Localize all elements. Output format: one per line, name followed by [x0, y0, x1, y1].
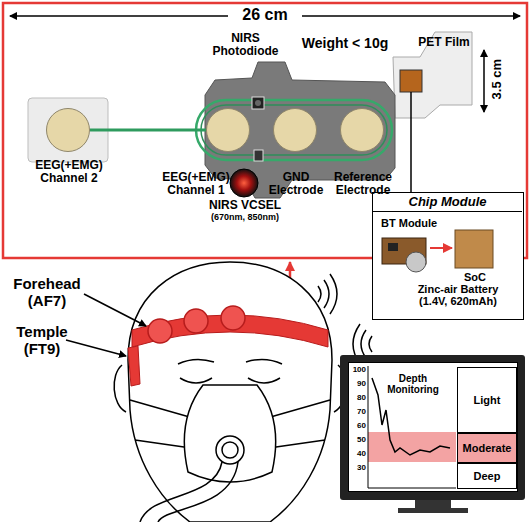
trace-outline — [201, 105, 387, 155]
axis-tick: 80 — [346, 394, 366, 403]
node-label: EEG(+EMG) Channel 1 — [155, 171, 237, 197]
part-label: NIRS Photodiode — [208, 32, 283, 58]
temple-arrow — [66, 340, 126, 356]
axis-tick: 40 — [346, 450, 366, 459]
depth-cell: Light — [457, 367, 517, 433]
monitor-base — [398, 508, 468, 513]
closed-eye — [248, 378, 280, 383]
part-label: PET Film — [413, 36, 475, 49]
photodiode — [252, 97, 264, 109]
head-outline — [128, 262, 332, 522]
wave — [361, 330, 366, 358]
tube — [140, 462, 238, 522]
eyebrow — [246, 359, 282, 364]
location-label: Temple (FT9) — [2, 324, 82, 357]
forehead-arrow — [84, 294, 146, 326]
vcsel-photo — [230, 169, 258, 197]
location-label: Forehead (AF7) — [2, 276, 92, 309]
node-label: Depth Monitoring — [377, 373, 449, 395]
wave — [330, 274, 337, 314]
wave — [369, 336, 372, 352]
closed-eye — [180, 378, 212, 383]
pointer-arrow — [430, 247, 452, 249]
forehead-electrode — [148, 319, 172, 343]
monitor-frame — [340, 355, 525, 500]
mask — [184, 385, 275, 482]
temple-patch — [128, 346, 140, 386]
dimension-label: 3.5 cm — [490, 54, 504, 104]
node-label: Light — [474, 394, 501, 406]
mask-port — [216, 436, 244, 464]
monitor-stand — [415, 500, 451, 508]
axis-tick: 60 — [346, 422, 366, 431]
electrode-circle: Reference Electrode — [340, 108, 384, 152]
node-label: SoC — [455, 271, 495, 283]
module-leader — [410, 92, 412, 192]
node-label: Chip Module — [373, 195, 522, 212]
wire-trace — [90, 129, 206, 132]
electrode-circle: EEG(+EMG) Channel 1 — [206, 108, 250, 152]
battery — [406, 252, 426, 272]
chart-axes — [368, 366, 456, 488]
mask-port — [222, 442, 238, 458]
electrode-circle: GND Electrode — [273, 108, 317, 152]
node-label: Deep — [474, 470, 501, 482]
vcsel — [254, 150, 263, 161]
depth-cell: Moderate — [457, 433, 517, 463]
node-label: Reference Electrode — [322, 171, 404, 197]
soc-chip — [455, 230, 493, 268]
dimension-label: 26 cm — [228, 6, 302, 24]
axis-tick: 70 — [346, 408, 366, 417]
node-label: EEG(+EMG) Channel 2 — [28, 159, 110, 185]
electrode-circle: EEG(+EMG) Channel 2 — [46, 108, 90, 152]
ear — [114, 365, 126, 412]
module-background — [372, 192, 524, 320]
wireless-symbol — [318, 274, 372, 364]
node-label: Moderate — [463, 442, 512, 454]
channel-2-pad — [28, 98, 108, 162]
wave — [318, 286, 321, 302]
photodiode-window — [255, 100, 261, 106]
trace-outline — [196, 100, 392, 160]
part-label: NIRS VCSEL — [195, 199, 295, 212]
part-label: (670nm, 850nm) — [195, 213, 295, 223]
wave — [324, 280, 329, 308]
axis-tick: 90 — [346, 380, 366, 389]
width-dimension — [483, 50, 485, 112]
axis-tick: 30 — [346, 464, 366, 473]
node-label: Zinc-air Battery (1.4V, 620mAh) — [403, 283, 513, 307]
film-chip — [400, 70, 422, 92]
eyebrow — [178, 359, 214, 364]
axis-tick: 50 — [346, 436, 366, 445]
depth-cell: Deep — [457, 463, 517, 489]
monitor-screen: Depth MonitoringLightModerateDeep — [348, 362, 518, 492]
forehead-electrode — [221, 306, 245, 330]
node-label: GND Electrode — [255, 171, 337, 197]
bt-chip — [388, 243, 398, 251]
head-illustration — [114, 262, 346, 522]
forehead-electrode — [184, 309, 208, 333]
chip-module-box: Chip Module BT ModuleSoCZinc-air Battery … — [372, 192, 524, 320]
part-label: Weight < 10g — [290, 36, 400, 51]
node-label: BT Module — [381, 217, 461, 229]
axis-tick: 100 — [346, 366, 366, 375]
screen-background — [348, 362, 518, 492]
